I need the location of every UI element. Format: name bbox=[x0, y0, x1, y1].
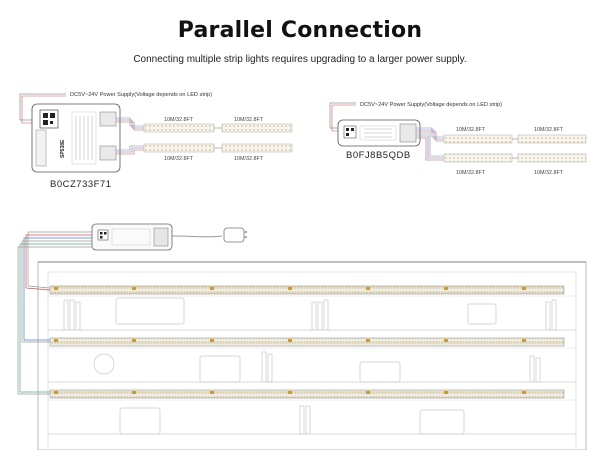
power-adapter-icon bbox=[223, 227, 245, 243]
shelf-strip-3 bbox=[49, 389, 565, 399]
left-diagram: DC5V~24V Power Supply(Voltage depends on… bbox=[19, 92, 293, 190]
shelf-strip-1 bbox=[49, 285, 565, 295]
left-strip-1 bbox=[143, 123, 215, 133]
right-strip-label-4: 10M/32.8FT bbox=[534, 170, 564, 176]
left-strip-2 bbox=[221, 123, 293, 133]
right-strip-label-1: 10M/32.8FT bbox=[456, 127, 486, 133]
right-strip-label-2: 10M/32.8FT bbox=[534, 127, 564, 133]
shelf-items bbox=[63, 297, 557, 435]
shelf-scene bbox=[17, 223, 587, 450]
left-controller-qr-icon bbox=[39, 109, 59, 129]
right-power-wire bbox=[329, 102, 356, 129]
left-controller-port bbox=[35, 129, 47, 167]
left-strip-label-2: 10M/32.8FT bbox=[234, 117, 264, 123]
right-strip-label-3: 10M/32.8FT bbox=[456, 170, 486, 176]
left-strip-label-4: 10M/32.8FT bbox=[234, 156, 264, 162]
left-terminal-top bbox=[99, 111, 117, 127]
right-strip-3 bbox=[443, 153, 513, 163]
left-controller-model: SP538E bbox=[60, 139, 66, 158]
right-controller-qr-icon bbox=[343, 125, 357, 139]
left-strip-3 bbox=[143, 143, 215, 153]
left-strip-label-1: 10M/32.8FT bbox=[164, 117, 194, 123]
scene-controller-qr-icon bbox=[97, 229, 109, 241]
right-strip-1 bbox=[443, 134, 513, 144]
scene-controller-terminal bbox=[153, 227, 169, 247]
right-strip-4 bbox=[517, 153, 587, 163]
page-title: Parallel Connection bbox=[177, 18, 423, 43]
left-power-wire-red bbox=[21, 95, 66, 124]
shelf-strip-2 bbox=[49, 337, 565, 347]
right-power-label: DC5V~24V Power Supply(Voltage depends on… bbox=[360, 102, 502, 108]
page-subtitle: Connecting multiple strip lights require… bbox=[133, 54, 467, 65]
right-controller-code: B0FJ8B5QDB bbox=[346, 150, 411, 161]
left-power-wire bbox=[19, 93, 66, 121]
left-power-label: DC5V~24V Power Supply(Voltage depends on… bbox=[70, 92, 212, 98]
right-diagram: DC5V~24V Power Supply(Voltage depends on… bbox=[329, 102, 587, 176]
left-terminal-bottom bbox=[99, 145, 117, 161]
right-terminal bbox=[399, 123, 417, 143]
left-strip-4 bbox=[221, 143, 293, 153]
right-strip-2 bbox=[517, 134, 587, 144]
left-strip-label-3: 10M/32.8FT bbox=[164, 156, 194, 162]
left-controller-code: B0CZ733F71 bbox=[50, 179, 112, 190]
